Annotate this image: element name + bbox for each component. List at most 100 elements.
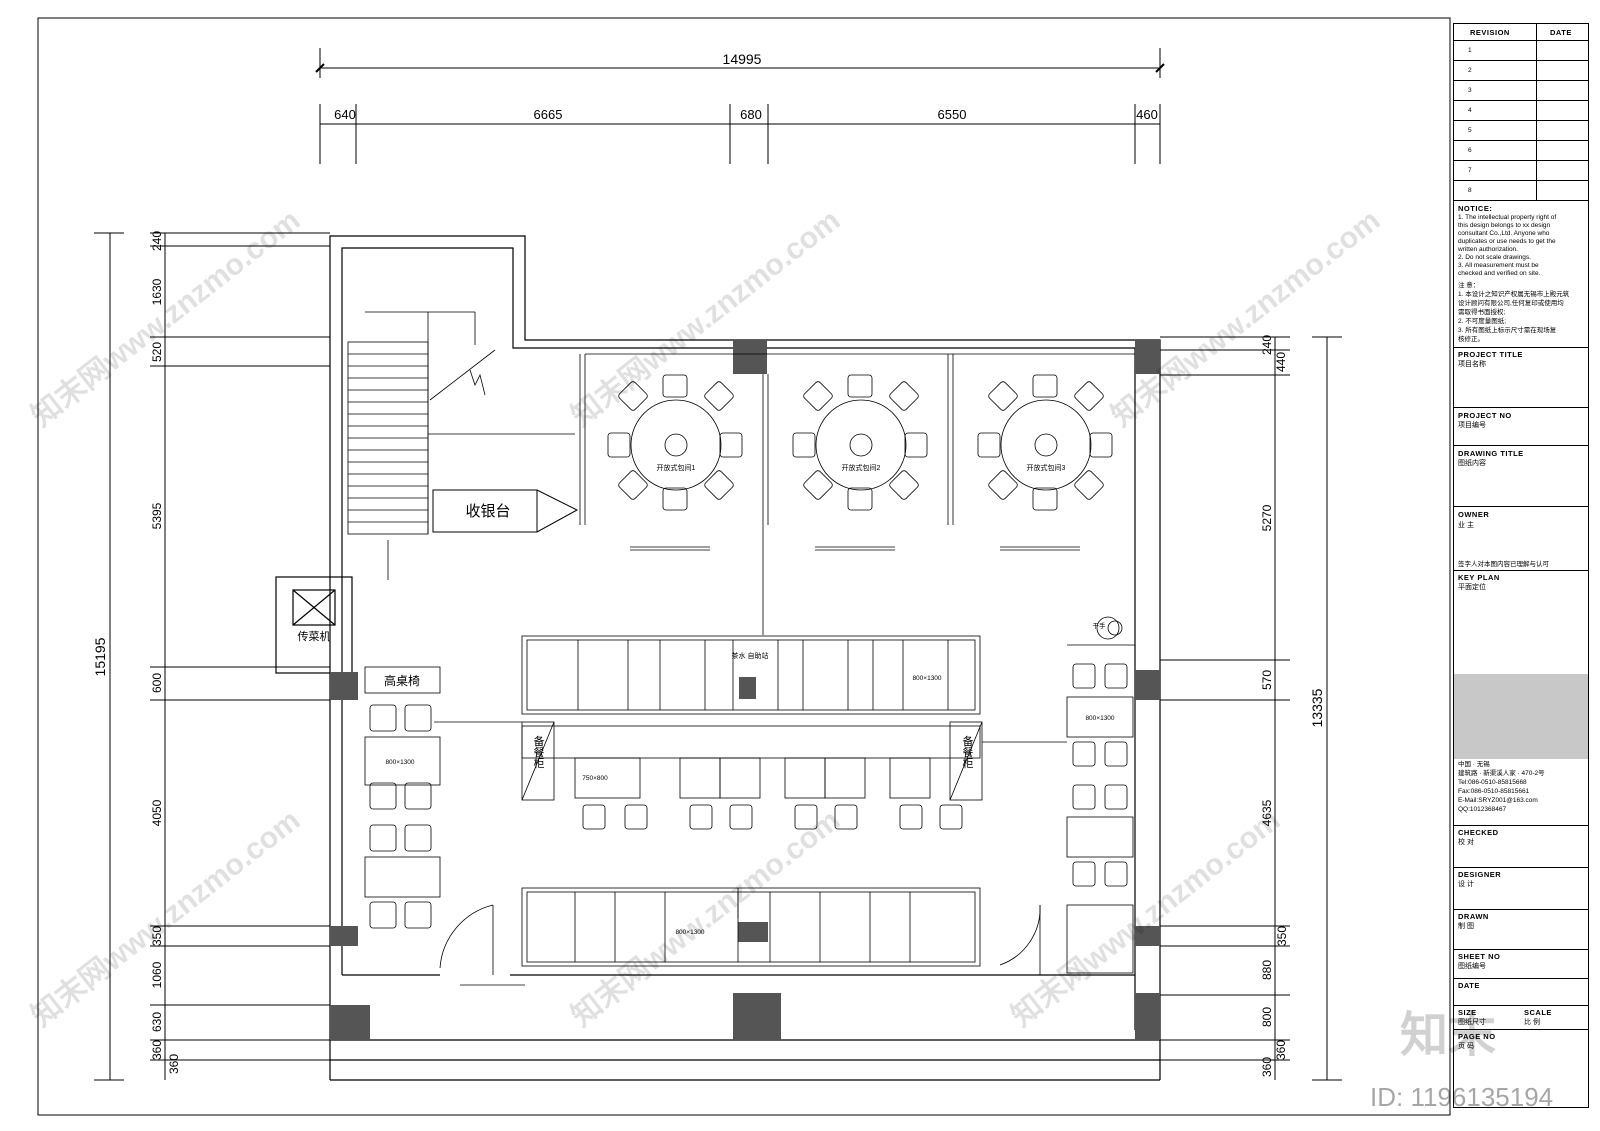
structural-columns <box>330 340 1160 1040</box>
left-dimension-lines <box>94 232 330 1081</box>
fax-label: 传菜机 <box>298 629 331 643</box>
dim-left-seg-10: 360 <box>150 1040 164 1060</box>
dim-top-seg-2: 6665 <box>534 107 563 122</box>
dim-left-seg-1: 240 <box>150 231 164 251</box>
address-line-6: QQ:1012368467 <box>1458 806 1507 813</box>
dim-right-seg-4: 570 <box>1260 670 1274 690</box>
address-line-2: 建筑路 · 新渠溪人家 · 470-2号 <box>1458 770 1545 777</box>
notice-line-4: duplicates or use needs to get the <box>1458 238 1556 245</box>
scale-cn: 比 例 <box>1524 1019 1540 1026</box>
project-title-label: PROJECT TITLE <box>1458 350 1523 359</box>
hand-dryer-label: 干手 <box>1093 621 1107 630</box>
dim-top-seg-4: 6550 <box>938 107 967 122</box>
key-plan-label: KEY PLAN <box>1458 573 1500 582</box>
address-line-4: Fax:086-0510-85815661 <box>1458 788 1530 795</box>
owner-cn: 业 主 <box>1458 522 1474 529</box>
date-label: DATE <box>1458 981 1480 990</box>
spare-cabinet-left-label: 备餐柜 <box>532 734 545 769</box>
revision-1: 1 <box>1468 47 1472 54</box>
key-plan-cn: 平面定位 <box>1458 584 1486 591</box>
dim-right-seg-2: 440 <box>1274 352 1288 372</box>
private-room-partitions <box>579 353 1135 635</box>
booth-row-bottom <box>521 887 981 967</box>
note-cn-title: 注 意： <box>1458 282 1480 289</box>
cashier-counter <box>432 489 579 533</box>
key-plan-fill <box>1454 674 1588 759</box>
notice-line-6: 2. Do not scale drawings. <box>1458 254 1531 261</box>
dim-top-seg-5: 460 <box>1136 107 1158 122</box>
dim-right-seg-7: 880 <box>1260 960 1274 980</box>
dim-left-total: 15195 <box>92 637 108 676</box>
table-size-label-2: 750×800 <box>582 775 608 782</box>
note-cn-line-2: 设计顾问有限公司,任何复印或使用均 <box>1458 300 1564 307</box>
notice-line-2: this design belongs to xx design <box>1458 222 1551 229</box>
dim-left-seg-3: 520 <box>150 342 164 362</box>
sheet-no-label: SHEET NO <box>1458 952 1501 961</box>
project-no-label: PROJECT NO <box>1458 411 1512 420</box>
private-room-1-label: 开放式包间1 <box>657 463 696 472</box>
notice-line-7: 3. All measurement must be <box>1458 262 1539 269</box>
page-no-cn: 页 码 <box>1458 1043 1474 1050</box>
booth-row-top <box>434 635 1067 830</box>
checked-label: CHECKED <box>1458 828 1499 837</box>
cashier-label: 收银台 <box>465 503 510 520</box>
revision-6: 6 <box>1468 147 1472 154</box>
revision-7: 7 <box>1468 167 1472 174</box>
notice-title: NOTICE: <box>1458 204 1493 213</box>
revision-4: 4 <box>1468 107 1472 114</box>
dim-left-seg-2: 1630 <box>150 278 164 305</box>
dim-top-seg-3: 680 <box>740 107 762 122</box>
dim-right-seg-1: 240 <box>1260 335 1274 355</box>
date-header: DATE <box>1550 28 1572 37</box>
note-cn-line-1: 1. 本设计之知识产权属无锡市上殿元筑 <box>1458 291 1570 298</box>
dim-left-seg-6: 4050 <box>150 799 164 826</box>
revision-column-divider <box>1536 24 1537 200</box>
owner-sign-note: 签字人对本图内容已理解与认可 <box>1458 561 1549 568</box>
dim-right-seg-9: 360 <box>1274 1040 1288 1060</box>
private-room-3-label: 开放式包间3 <box>1027 463 1066 472</box>
notice-line-1: 1. The intellectual property right of <box>1458 214 1557 221</box>
private-room-2-label: 开放式包间2 <box>842 463 881 472</box>
dim-right-seg-6: 350 <box>1275 926 1289 946</box>
table-size-label-5: 800×1300 <box>1085 715 1114 722</box>
revision-3: 3 <box>1468 87 1472 94</box>
left-bar-seating <box>364 666 441 929</box>
revision-header: REVISION <box>1470 28 1510 37</box>
notice-line-3: consultant Co.,Ltd. Anyone who <box>1458 230 1550 237</box>
bar-counter-label: 高桌椅 <box>384 673 420 688</box>
page-no-label: PAGE NO <box>1458 1032 1496 1041</box>
sheet-no-cn: 图纸编号 <box>1458 963 1486 970</box>
dim-right-seg-5: 4635 <box>1260 799 1274 826</box>
revision-2: 2 <box>1468 67 1472 74</box>
note-cn-line-4: 2. 不可度量图纸; <box>1458 318 1507 325</box>
address-line-5: E-Mail:SRYZ001@163.com <box>1458 797 1538 804</box>
sheet-border <box>37 17 1451 1116</box>
dim-top-total: 14995 <box>723 51 762 67</box>
doors <box>439 904 1041 986</box>
round-table-2 <box>792 374 928 511</box>
drawing-title-cn: 图纸内容 <box>1458 460 1486 467</box>
table-size-label-1: 800×1300 <box>912 675 941 682</box>
dim-top-seg-1: 640 <box>334 107 356 122</box>
note-cn-line-6: 核修正。 <box>1458 336 1484 343</box>
dim-left-seg-4: 5395 <box>150 502 164 529</box>
revision-8: 8 <box>1468 187 1472 194</box>
address-line-1: 中国 · 无锡 <box>1458 761 1490 768</box>
checked-cn: 校 对 <box>1458 839 1474 846</box>
address-line-3: Tel:086-0510-85815668 <box>1458 779 1527 786</box>
right-side-seating <box>1066 616 1135 974</box>
designer-cn: 设 计 <box>1458 881 1474 888</box>
dim-right-seg-10: 360 <box>1260 1057 1274 1077</box>
notice-line-8: checked and verified on site. <box>1458 270 1541 277</box>
notice-line-5: written authorization. <box>1458 246 1518 253</box>
designer-label: DESIGNER <box>1458 870 1502 879</box>
size-cn: 图纸尺寸 <box>1458 1019 1486 1026</box>
drawn-cn: 制 图 <box>1458 923 1474 930</box>
dim-left-seg-11: 360 <box>167 1054 181 1074</box>
staircase <box>347 311 575 580</box>
note-cn-line-3: 需取得书面授权; <box>1458 309 1506 316</box>
dim-left-seg-7: 350 <box>150 926 164 946</box>
right-dimension-lines <box>1160 336 1342 1081</box>
dim-left-seg-8: 1060 <box>150 961 164 988</box>
